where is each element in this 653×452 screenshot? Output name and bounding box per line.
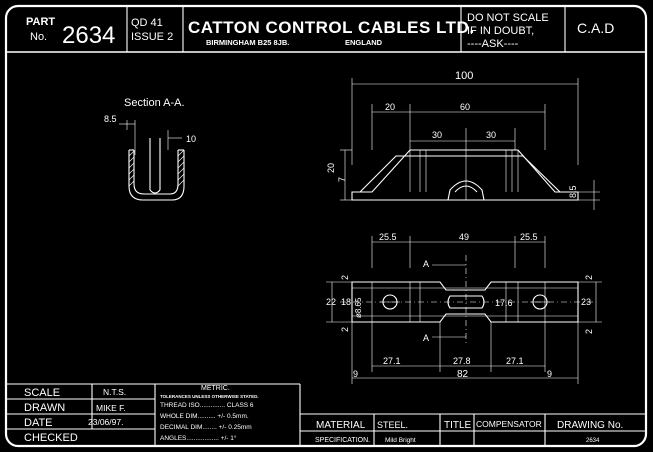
front-dim-30-left: 30 — [432, 130, 442, 140]
plan-view: 25.5 49 25.5 A A 2 22 18 ø8.6 — [326, 232, 602, 384]
plan-dim-bottom-9-left: 9 — [353, 369, 358, 379]
plan-dim-top-mid: 49 — [459, 232, 469, 242]
part-label: PART — [26, 16, 55, 28]
section-view: Section A-A. 8.5 10 — [104, 97, 196, 201]
plan-dim-left-2a: 2 — [340, 275, 350, 280]
front-view: 100 20 60 30 30 20 7 8.5 — [326, 70, 600, 210]
section-dim-left: 8.5 — [104, 114, 117, 124]
cad-label: C.A.D — [577, 20, 614, 36]
title-label: TITLE — [444, 420, 472, 431]
section-label: Section A-A. — [124, 97, 185, 109]
drawing-border — [4, 4, 648, 448]
section-marker-lower: A — [423, 333, 429, 343]
company-address: BIRMINGHAM B25 8JB. — [206, 38, 289, 47]
specification-label: SPECIFICATION. — [315, 437, 370, 444]
plan-dim-bottom-27-8: 27.8 — [453, 356, 471, 366]
plan-dim-bottom-9-right: 9 — [547, 369, 552, 379]
drawn-value: MIKE F. — [96, 403, 126, 413]
plan-dim-center: 17.6 — [495, 298, 513, 308]
plan-dim-top-left: 25.5 — [379, 232, 397, 242]
part-number: 2634 — [62, 22, 115, 49]
tolerance-note: TOLERANCES UNLESS OTHERWISE STATED. — [160, 394, 259, 399]
do-not-scale-notice: DO NOT SCALE — [467, 12, 549, 24]
front-dim-30-right: 30 — [486, 130, 496, 140]
decimal-dim-tolerance: DECIMAL DIM........ +/- 0.25mm — [160, 424, 252, 431]
section-marker-upper: A — [423, 259, 429, 269]
plan-dim-top-right: 25.5 — [520, 232, 538, 242]
checked-label: CHECKED — [24, 432, 78, 444]
part-no-label: No. — [30, 31, 47, 43]
metric-title: METRIC. — [201, 385, 230, 392]
material-value: STEEL. — [377, 420, 408, 430]
plan-dim-bottom-27-1-right: 27.1 — [506, 356, 524, 366]
plan-dim-left-phi: ø8.65 — [354, 297, 363, 318]
front-dim-8-5: 8.5 — [568, 185, 578, 198]
ask-notice: ----ASK---- — [467, 38, 519, 50]
title-block: PART No. 2634 QD 41 ISSUE 2 CATTON CONTR… — [6, 6, 646, 53]
angles-tolerance: ANGLES.................. +/- 1° — [160, 434, 237, 442]
front-dim-height: 20 — [326, 163, 336, 173]
plan-dim-bottom-82: 82 — [457, 369, 469, 380]
bottom-title-block: SCALE N.T.S. DRAWN MIKE F. DATE 23/06/97… — [6, 383, 646, 446]
plan-dim-right-23: 23 — [581, 297, 591, 307]
front-dim-60: 60 — [460, 102, 470, 112]
specification-value: Mild Bright — [385, 437, 416, 444]
drawn-label: DRAWN — [24, 402, 65, 414]
front-dim-overall: 100 — [455, 70, 473, 82]
plan-dim-bottom-27-1-left: 27.1 — [383, 356, 401, 366]
drawing-no-value: 2634 — [586, 438, 600, 444]
date-label: DATE — [24, 417, 53, 429]
qd-code: QD 41 — [131, 17, 163, 29]
plan-dim-left-22: 22 — [326, 297, 336, 307]
thread-tolerance: THREAD ISO.............. CLASS 6 — [160, 402, 254, 409]
drawing-no-label: DRAWING No. — [557, 420, 623, 431]
plan-dim-left-18: 18 — [341, 297, 351, 307]
front-dim-20: 20 — [385, 102, 395, 112]
front-dim-7: 7 — [337, 177, 347, 182]
plan-dim-right-2a: 2 — [584, 275, 594, 280]
scale-label: SCALE — [24, 387, 60, 399]
company-country: ENGLAND — [345, 38, 383, 47]
company-name: CATTON CONTROL CABLES LTD. — [188, 18, 475, 37]
section-dim-right: 10 — [186, 134, 196, 144]
material-label: MATERIAL — [316, 420, 366, 431]
date-value: 23/06/97. — [88, 417, 123, 427]
issue-number: ISSUE 2 — [131, 31, 173, 43]
title-value: COMPENSATOR — [476, 419, 542, 429]
scale-value: N.T.S. — [103, 387, 126, 397]
plan-dim-right-2b: 2 — [584, 329, 594, 334]
plan-dim-left-2b: 2 — [340, 327, 350, 332]
if-in-doubt-notice: IF IN DOUBT, — [467, 25, 534, 37]
whole-dim-tolerance: WHOLE DIM.......... +/- 0.5mm. — [160, 413, 249, 420]
